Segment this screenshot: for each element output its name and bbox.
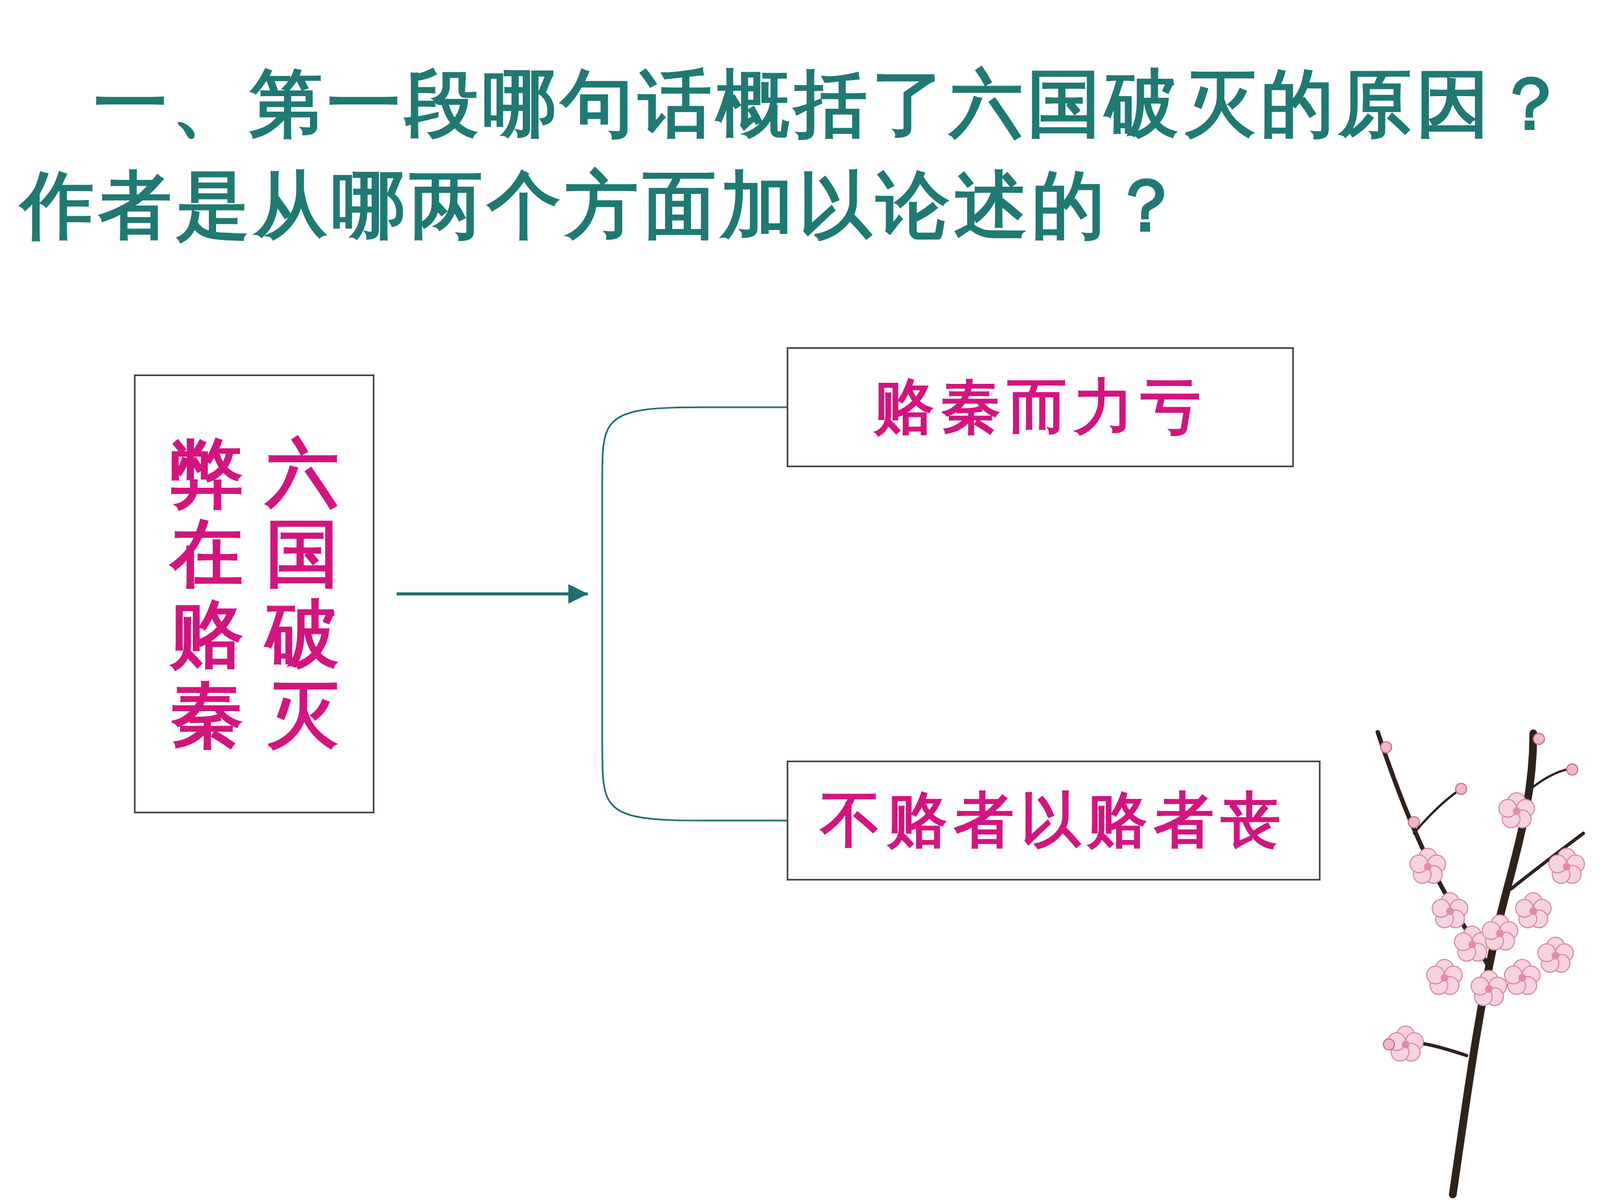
box-text: 不赂者以赂者丧 bbox=[820, 780, 1288, 862]
vertical-text: 弊在赂秦 bbox=[170, 432, 244, 756]
bracket-arm bbox=[602, 593, 787, 821]
reason-box: 不赂者以赂者丧 bbox=[786, 760, 1321, 881]
box-text: 赂秦而力亏 bbox=[873, 366, 1208, 448]
reason-box: 赂秦而力亏 bbox=[786, 347, 1294, 468]
bracket-connector bbox=[396, 407, 787, 594]
vertical-text: 六国破灭 bbox=[265, 432, 339, 756]
slide-title: 一、第一段哪句话概括了六国破灭的原因？ 作者是从哪两个方面加以论述的？ bbox=[20, 52, 1589, 257]
bracket-arm bbox=[602, 407, 787, 594]
arrow-line bbox=[396, 592, 588, 596]
blossoms bbox=[1380, 733, 1585, 1062]
summary-box: 六国破灭弊在赂秦 bbox=[133, 374, 375, 814]
bracket-connector bbox=[396, 593, 787, 821]
arrow-line bbox=[396, 592, 588, 596]
